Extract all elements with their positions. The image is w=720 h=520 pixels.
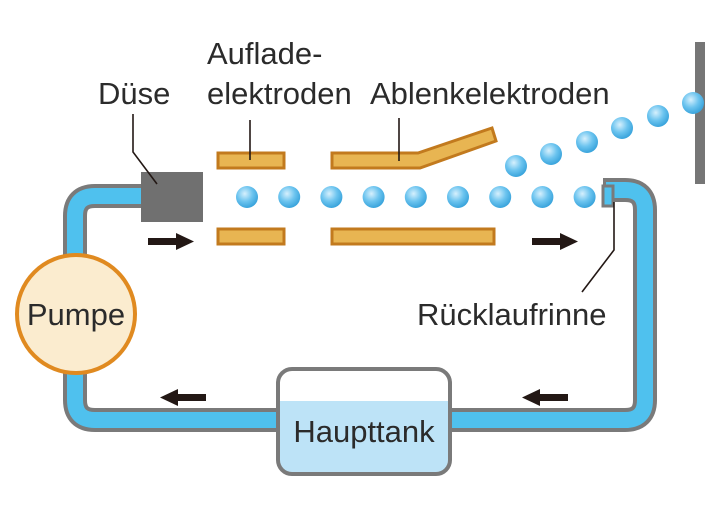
deflection-electrodes-label: Ablenkelektroden [370, 76, 610, 111]
deflected-droplet [682, 92, 704, 114]
droplets [236, 92, 704, 208]
droplet [573, 186, 596, 208]
leader-gutter [581, 202, 615, 293]
droplet [447, 186, 469, 208]
deflected-droplet [611, 117, 633, 139]
charge-electrodes [216, 151, 286, 246]
pump: Pumpe [15, 253, 137, 375]
gutter [601, 184, 615, 208]
arrow-right-icon [532, 233, 578, 250]
leader-lines [132, 114, 615, 293]
deflection-electrode-top [330, 126, 498, 170]
droplet [489, 186, 512, 208]
arrow-right-icon [148, 233, 194, 250]
droplet [362, 186, 385, 208]
charge-electrodes-label-line1: Auflade- [207, 36, 322, 71]
arrow-left-icon [522, 389, 568, 406]
deflection-electrodes [330, 126, 498, 246]
deflected-droplet [540, 143, 562, 165]
gutter-label: Rücklaufrinne [417, 297, 607, 332]
flow-arrows [148, 233, 578, 406]
deflection-electrode-bottom [330, 227, 496, 246]
droplet [278, 186, 301, 208]
droplet [236, 186, 258, 208]
leader-nozzle [132, 114, 158, 185]
droplet [320, 186, 343, 208]
nozzle [141, 172, 203, 222]
paper-substrate [695, 42, 705, 184]
droplet [404, 186, 427, 208]
pump-label: Pumpe [27, 297, 125, 332]
charge-electrode-top [216, 151, 286, 170]
nozzle-label: Düse [98, 76, 170, 111]
deflected-droplet [505, 155, 527, 177]
deflected-droplet [576, 131, 598, 153]
main-tank-label: Haupttank [293, 414, 435, 449]
deflected-droplet [647, 105, 669, 127]
arrow-left-icon [160, 389, 206, 406]
droplet [531, 186, 554, 208]
charge-electrode-bottom [216, 227, 286, 246]
charge-electrodes-label-line2: elektroden [207, 76, 352, 111]
main-tank: Haupttank [276, 367, 452, 476]
